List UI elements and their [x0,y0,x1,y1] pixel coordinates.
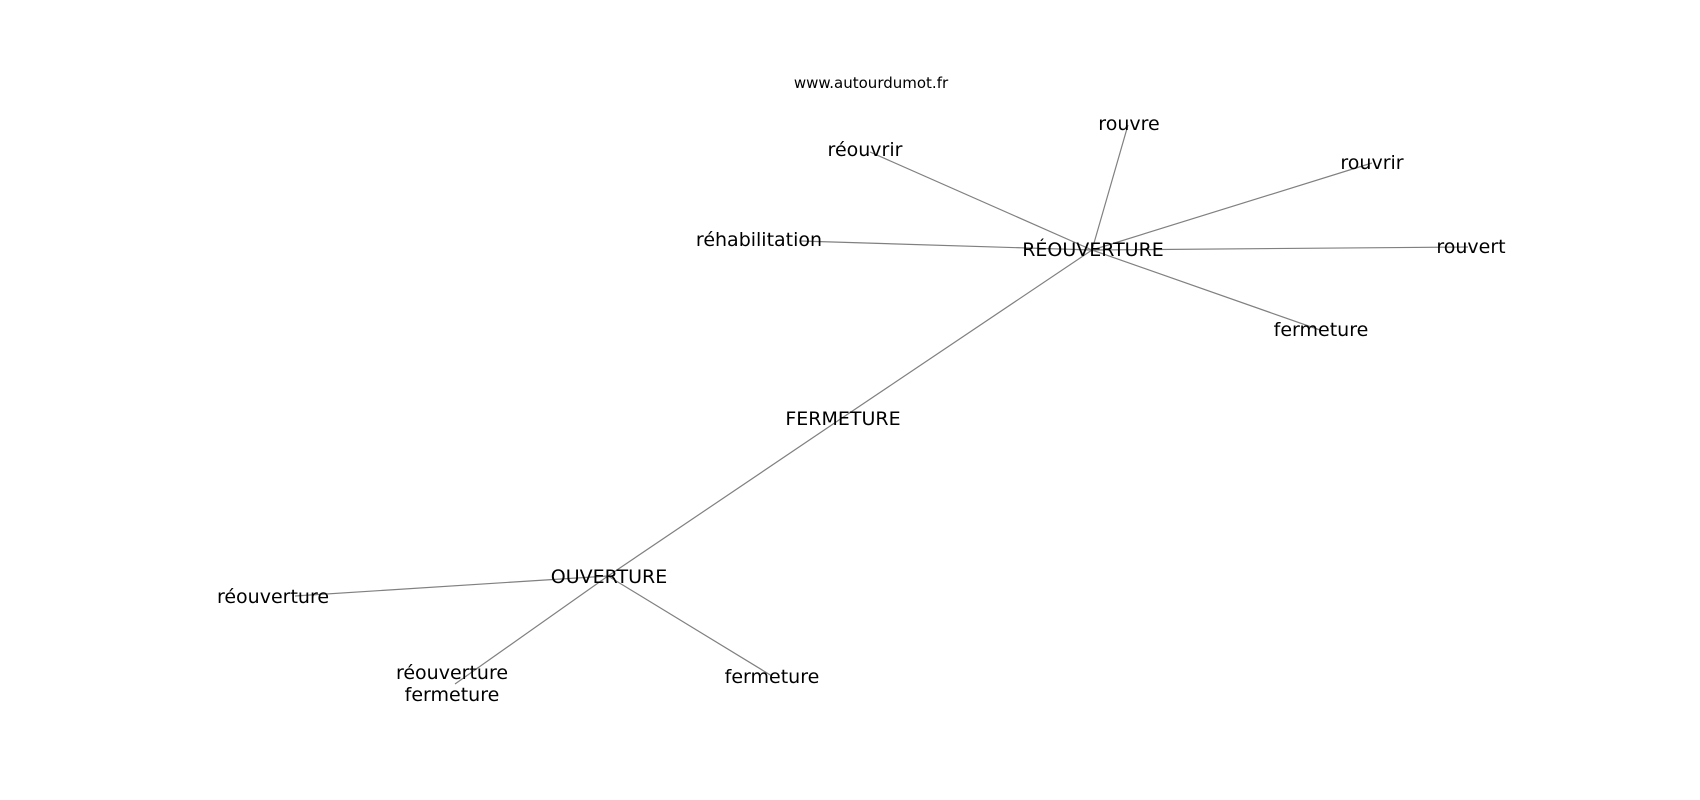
edge-reouverture-fermeture [1091,249,1321,331]
node-ouverture-hub: OUVERTURE [551,566,667,588]
edge-reouverture-rouvre [1091,124,1129,251]
node-reouvrir: réouvrir [828,139,903,161]
edge-reouverture-rouvrir [1091,162,1373,251]
node-reouverture-fermeture-line2: fermeture [405,684,500,706]
node-rouvrir: rouvrir [1340,152,1403,174]
node-fermeture-b: fermeture [725,666,820,688]
node-reouverture-hub: RÉOUVERTURE [1022,238,1164,261]
edge-reouverture-rehabilitation [799,240,1093,251]
node-fermeture-hub: FERMETURE [785,408,900,430]
nodes: RÉOUVERTURE FERMETURE OUVERTURE rouvre r… [217,113,1506,706]
node-reouverture-fermeture-line1: réouverture [396,662,508,684]
edge-reouverture-rouvert [1091,246,1469,251]
edge-ouverture-reouverture [294,575,609,597]
edge-ouverture-reouverture-fermeture [454,575,609,685]
node-rouvre: rouvre [1098,113,1159,135]
site-credit: www.autourdumot.fr [794,74,949,92]
node-reouverture-leaf: réouverture [217,586,329,608]
edge-fermeture-hub-ouverture [607,417,843,577]
edge-reouverture-reouvrir [869,151,1093,251]
edge-ouverture-fermeture [607,575,773,677]
node-fermeture-a: fermeture [1274,319,1369,341]
node-rouvert: rouvert [1436,236,1505,258]
edge-reouverture-fermeture-hub [841,249,1093,419]
edges [294,124,1469,685]
node-rehabilitation: réhabilitation [696,229,822,251]
